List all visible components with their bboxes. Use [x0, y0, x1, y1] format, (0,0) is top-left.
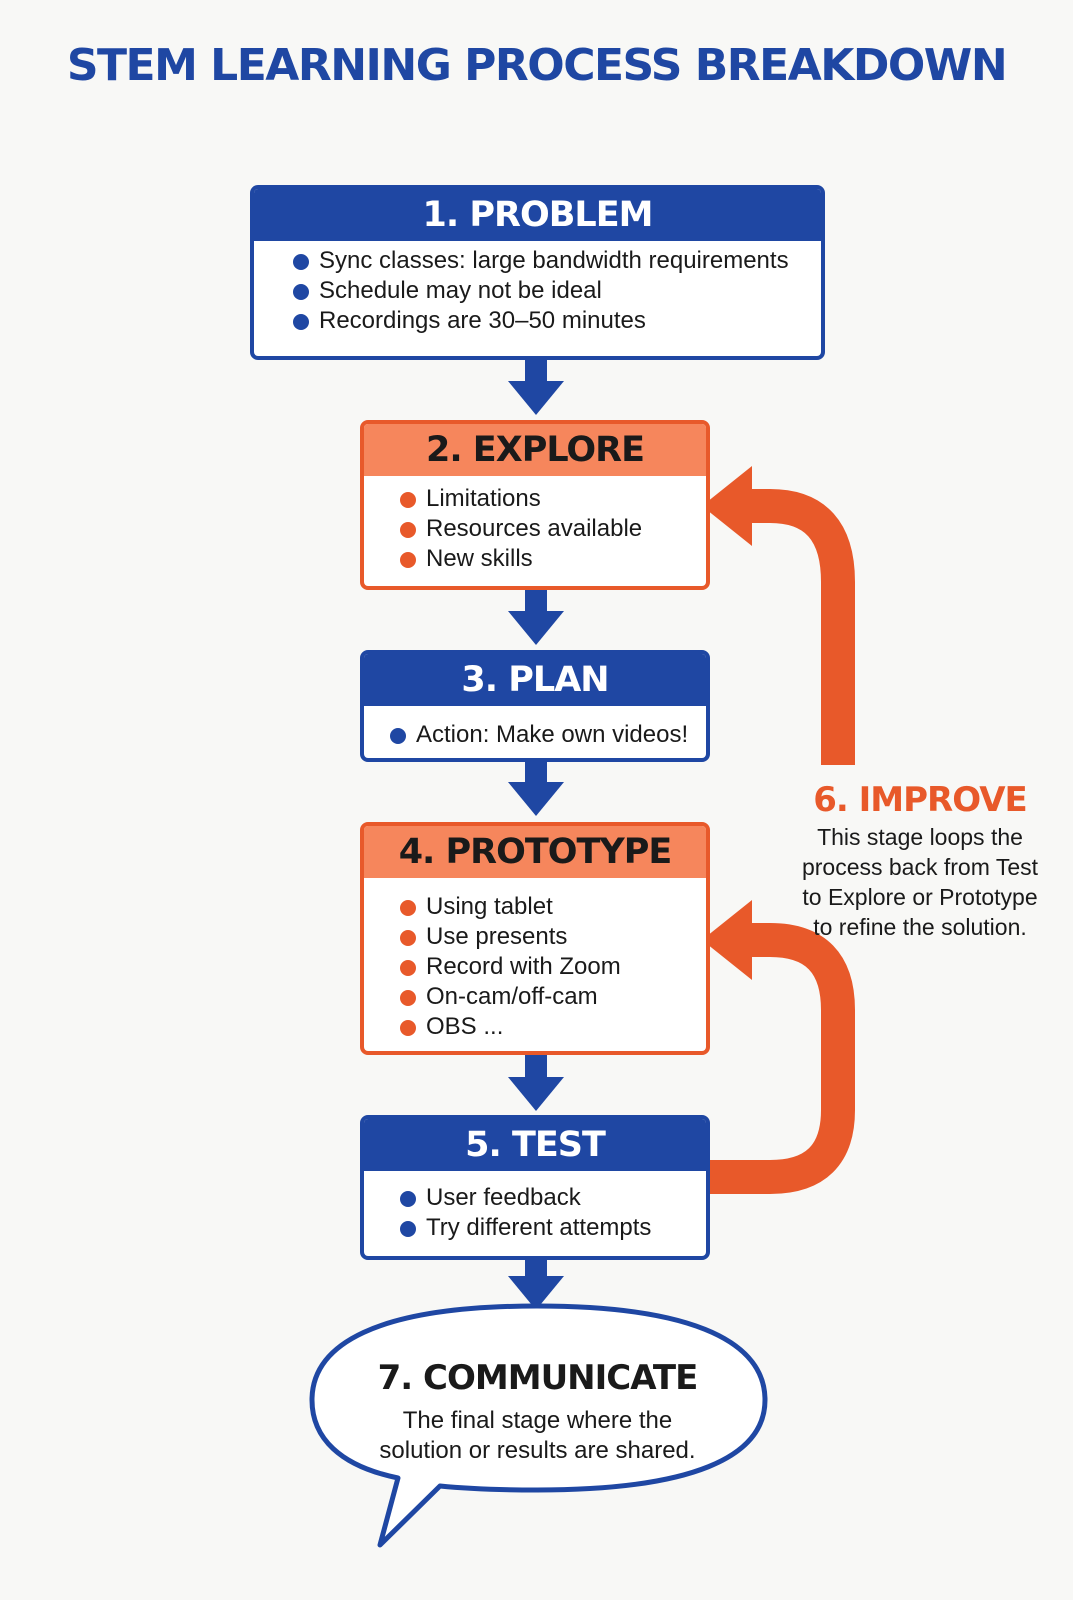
loop-arrow-to-explore-shape — [702, 466, 855, 765]
bullet-icon — [400, 522, 416, 538]
stage-title: 5. TEST — [364, 1119, 706, 1171]
bullet-icon — [400, 930, 416, 946]
list-item: Try different attempts — [400, 1213, 706, 1243]
list-item: Limitations — [400, 484, 706, 514]
bullet-icon — [293, 314, 309, 330]
communicate-title: 7. COMMUNICATE — [377, 1358, 699, 1398]
list-item: OBS ... — [400, 1012, 706, 1042]
list-item: On-cam/off-cam — [400, 982, 706, 1012]
list-item: Sync classes: large bandwidth requiremen… — [293, 246, 821, 276]
bullet-icon — [400, 1020, 416, 1036]
bullet-icon — [400, 900, 416, 916]
list-item: Recordings are 30–50 minutes — [293, 306, 821, 336]
arrow-down-1 — [508, 355, 564, 415]
stage-title: 1. PROBLEM — [254, 189, 821, 241]
page-title: STEM LEARNING PROCESS BREAKDOWN — [66, 40, 1008, 91]
bullet-icon — [400, 492, 416, 508]
stage-box-plan: 3. PLAN Action: Make own videos! — [360, 650, 710, 762]
list-item: Using tablet — [400, 892, 706, 922]
communicate-description: The final stage where the solution or re… — [330, 1406, 745, 1466]
bullet-icon — [400, 1191, 416, 1207]
stage-box-test: 5. TEST User feedback Try different atte… — [360, 1115, 710, 1260]
list-item: Use presents — [400, 922, 706, 952]
bullet-icon — [293, 284, 309, 300]
loop-arrow-to-prototype-shape — [700, 900, 855, 1194]
bullet-icon — [390, 728, 406, 744]
communicate-description-line: The final stage where the — [402, 1407, 673, 1434]
arrow-down-5 — [508, 1258, 564, 1310]
arrow-down-2 — [508, 589, 564, 645]
bullet-icon — [293, 254, 309, 270]
improve-title: 6. IMPROVE — [813, 780, 1028, 820]
bullet-icon — [400, 552, 416, 568]
improve-description-line: process back from Test — [801, 854, 1039, 880]
improve-description-line: to refine the solution. — [813, 914, 1027, 940]
arrow-down-3 — [508, 760, 564, 816]
improve-description-line: to Explore or Prototype — [802, 884, 1038, 910]
bullet-icon — [400, 990, 416, 1006]
stage-title: 4. PROTOTYPE — [364, 826, 706, 878]
improve-description: This stage loops the process back from T… — [770, 822, 1070, 942]
stage-title: 3. PLAN — [364, 654, 706, 706]
list-item: Record with Zoom — [400, 952, 706, 982]
list-item: Schedule may not be ideal — [293, 276, 821, 306]
stage-title: 2. EXPLORE — [364, 424, 706, 476]
communicate-description-line: solution or results are shared. — [379, 1437, 696, 1464]
stage-box-prototype: 4. PROTOTYPE Using tablet Use presents R… — [360, 822, 710, 1055]
list-item: User feedback — [400, 1183, 706, 1213]
list-item: Resources available — [400, 514, 706, 544]
stage-box-problem: 1. PROBLEM Sync classes: large bandwidth… — [250, 185, 825, 360]
list-item: New skills — [400, 544, 706, 574]
list-item: Action: Make own videos! — [390, 720, 706, 750]
arrow-down-4 — [508, 1055, 564, 1111]
improve-description-line: This stage loops the — [817, 824, 1023, 850]
bullet-icon — [400, 960, 416, 976]
stage-box-explore: 2. EXPLORE Limitations Resources availab… — [360, 420, 710, 590]
bullet-icon — [400, 1221, 416, 1237]
